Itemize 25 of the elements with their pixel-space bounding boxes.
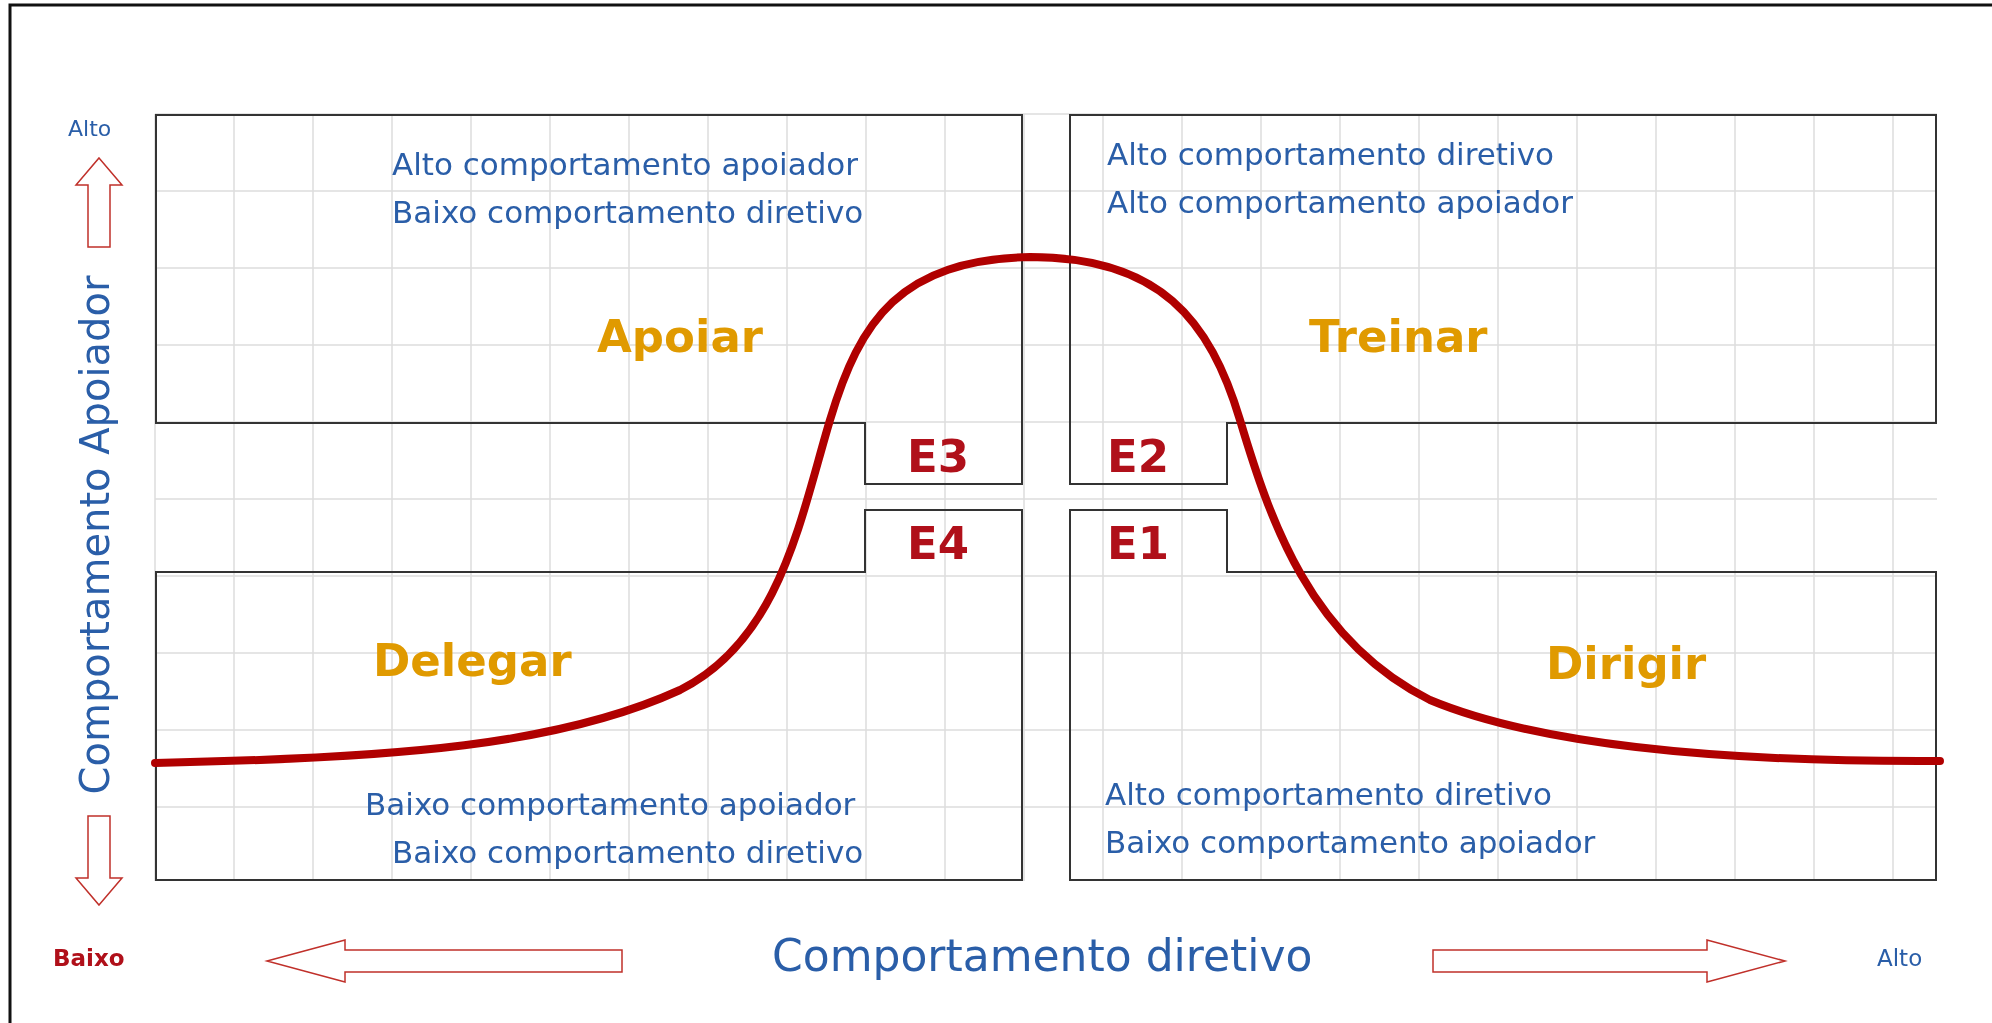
statement-text: Alto comportamento diretivo <box>1107 137 1554 172</box>
style-name: Delegar <box>373 636 572 686</box>
statement-text: Baixo comportamento apoiador <box>365 787 856 822</box>
style-name: Apoiar <box>597 312 763 362</box>
axis-title: Comportamento diretivo <box>772 932 1313 981</box>
stage-label: E1 <box>1107 519 1170 569</box>
axis-title: Comportamento Apoiador <box>72 275 117 795</box>
quadrant-box <box>155 509 1023 881</box>
stage-label: E2 <box>1107 432 1170 482</box>
quadrant-box <box>155 114 1023 485</box>
statement-text: Alto comportamento apoiador <box>1107 185 1574 220</box>
stage-label: E4 <box>907 519 970 569</box>
stage-label: E3 <box>907 432 970 482</box>
statement-text: Baixo comportamento diretivo <box>392 835 864 870</box>
axis-label: Alto <box>68 117 112 142</box>
style-name: Treinar <box>1309 312 1488 362</box>
statement-text: Alto comportamento diretivo <box>1105 777 1552 812</box>
quadrant-box <box>1069 509 1937 881</box>
statement-text: Baixo comportamento apoiador <box>1105 825 1596 860</box>
statement-text: Baixo comportamento diretivo <box>392 195 864 230</box>
quadrant-box <box>1069 114 1937 485</box>
axis-label: Baixo <box>53 946 125 972</box>
axis-label: Alto <box>1877 946 1923 972</box>
style-name: Dirigir <box>1546 639 1707 689</box>
statement-text: Alto comportamento apoiador <box>392 147 859 182</box>
